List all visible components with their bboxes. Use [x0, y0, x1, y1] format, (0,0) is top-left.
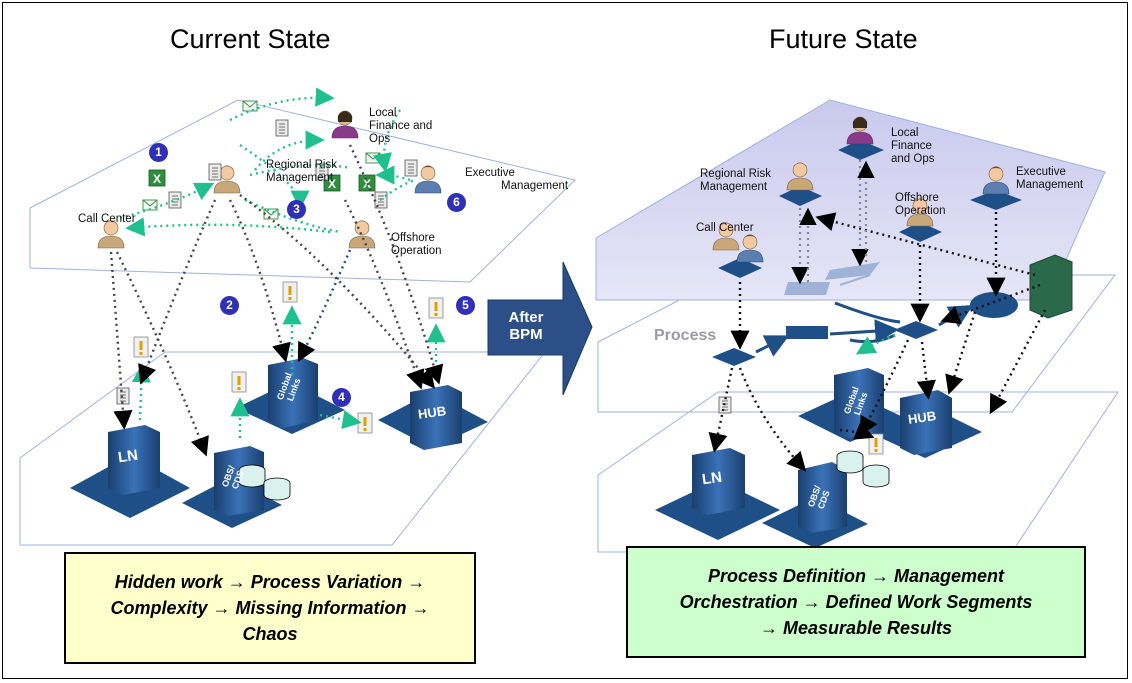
current-state-summary: Hidden work → Process Variation → Comple… — [64, 552, 476, 664]
after-bpm-label: After BPM — [508, 309, 544, 343]
step-badge-1: 1 — [149, 143, 168, 162]
process-layer-label: Process — [654, 327, 717, 344]
step-badge-4: 4 — [332, 388, 351, 407]
current-state-layer — [19, 87, 577, 546]
label-call-center: Call Center — [78, 213, 136, 225]
current-state-title: Current State — [170, 24, 331, 54]
future-label-regional-risk: Regional Risk Management — [700, 168, 771, 193]
future-state-summary: Process Definition → Management Orchestr… — [626, 546, 1086, 658]
step-badge-6: 6 — [447, 193, 466, 212]
label-offshore: Offshore Operation — [391, 232, 442, 257]
future-label-executive: Executive Management — [1016, 166, 1084, 191]
future-label-local-finance: Local Finance and Ops — [891, 127, 935, 165]
step-badge-2: 2 — [220, 296, 239, 315]
future-state-layer — [595, 99, 1119, 553]
step-badge-5: 5 — [456, 296, 475, 315]
future-state-title: Future State — [769, 24, 918, 54]
future-server-ln-label: LN — [700, 468, 724, 489]
label-regional-risk: Regional Risk Management — [266, 159, 337, 184]
step-badge-3: 3 — [287, 200, 306, 219]
server-ln-label: LN — [116, 446, 140, 467]
future-label-offshore: Offshore Operation — [895, 192, 946, 217]
after-bpm-arrow — [487, 261, 593, 396]
future-label-call-center: Call Center — [696, 222, 754, 234]
label-local-finance: Local Finance and Ops — [369, 107, 433, 145]
label-executive: Executive Management — [465, 167, 569, 192]
